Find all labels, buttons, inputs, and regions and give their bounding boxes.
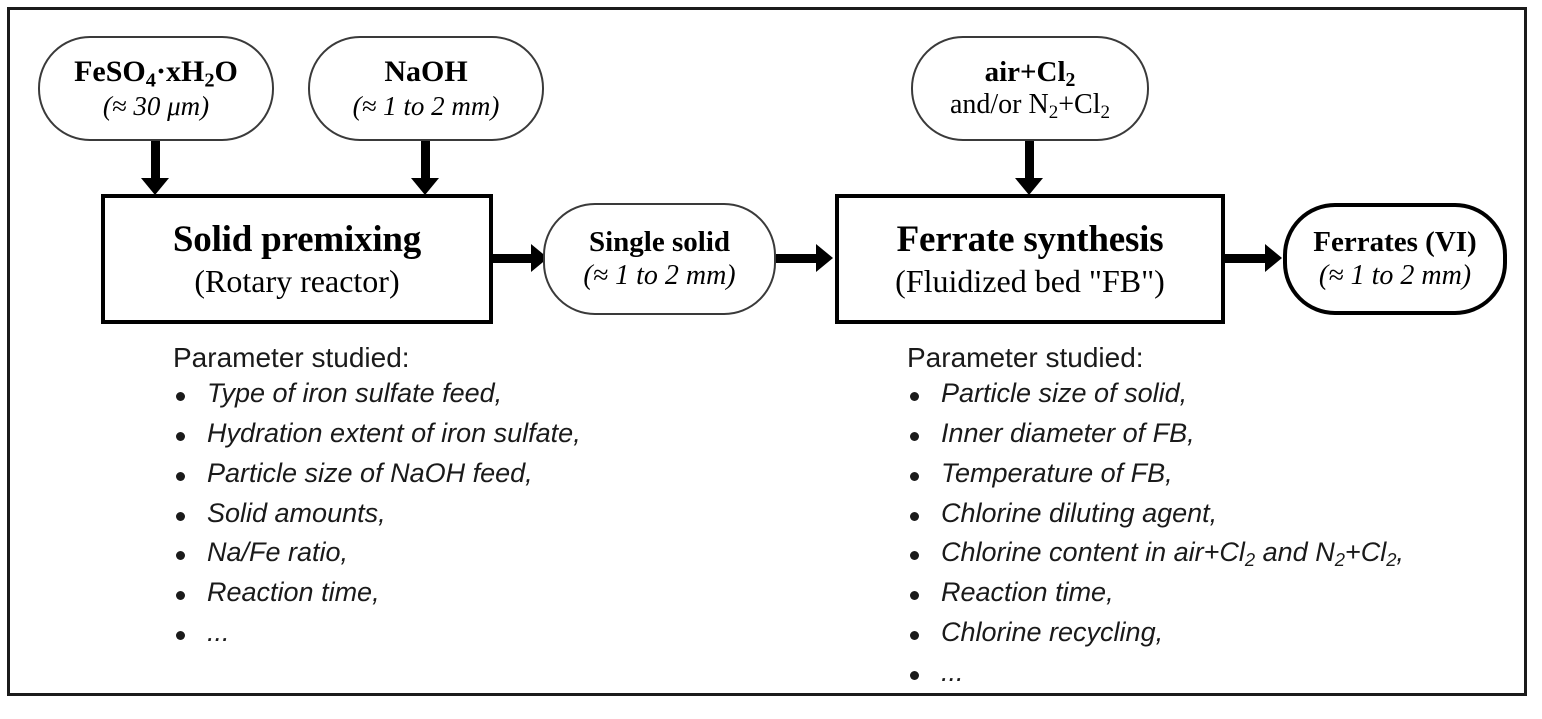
node-iron-sulfate-title: FeSO4·xH2O — [74, 55, 238, 92]
list-item-label: Solid amounts, — [207, 497, 386, 528]
parameter-list-premixing-heading: Parameter studied: — [173, 342, 410, 373]
node-single-solid: Single solid (≈ 1 to 2 mm) — [543, 203, 776, 315]
arrow-gas-to-ferrate-synthesis-head — [1015, 178, 1043, 195]
arrow-naoh-to-premix-shaft — [421, 141, 430, 181]
list-item-label: Particle size of solid, — [941, 378, 1188, 408]
node-solid-premixing: Solid premixing (Rotary reactor) — [101, 194, 493, 324]
list-item-label: Reaction time, — [941, 577, 1114, 608]
list-item-label: Particle size of NaOH feed, — [207, 457, 533, 488]
node-ferrates-vi-title: Ferrates (VI) — [1313, 226, 1477, 259]
bullet-icon — [910, 431, 919, 441]
bullet-icon — [910, 392, 919, 402]
list-item-label: Chlorine content in air+Cl2 and N2+Cl2, — [941, 537, 1404, 571]
arrow-synthesis-to-ferrates-head — [1265, 244, 1282, 272]
list-item-label: ... — [941, 657, 964, 688]
list-item: Inner diameter of FB, — [907, 418, 1467, 450]
node-solid-premixing-title: Solid premixing — [172, 218, 422, 260]
node-chlorine-gas-feed-title: air+Cl2 — [984, 55, 1076, 91]
list-item-label: ... — [207, 617, 230, 648]
node-ferrate-synthesis-title: Ferrate synthesis — [896, 218, 1164, 260]
parameter-list-synthesis-items: Particle size of solid, Inner diameter o… — [907, 378, 1467, 689]
list-item: ... — [173, 617, 693, 649]
parameter-list-synthesis-heading: Parameter studied: — [907, 342, 1144, 373]
node-single-solid-title: Single solid — [588, 226, 731, 259]
list-item-label: Temperature of FB, — [941, 457, 1173, 488]
list-item: Particle size of solid, — [907, 378, 1467, 410]
list-item: Particle size of NaOH feed, — [173, 458, 693, 490]
list-item: Reaction time, — [173, 577, 693, 609]
bullet-icon — [910, 471, 919, 481]
arrow-premix-to-single-solid-shaft — [493, 254, 533, 263]
list-item: Hydration extent of iron sulfate, — [173, 418, 693, 450]
list-item-label: Chlorine diluting agent, — [941, 497, 1218, 528]
bullet-icon — [910, 631, 919, 641]
arrow-iron-sulfate-to-premix-shaft — [151, 141, 160, 181]
arrow-naoh-to-premix-head — [411, 178, 439, 195]
list-item-label: Inner diameter of FB, — [941, 417, 1195, 448]
node-iron-sulfate: FeSO4·xH2O (≈ 30 μm) — [38, 36, 274, 141]
node-ferrate-synthesis-subtitle: (Fluidized bed "FB") — [895, 262, 1165, 299]
list-item: Chlorine recycling, — [907, 617, 1467, 649]
list-item: Reaction time, — [907, 577, 1467, 609]
node-ferrates-vi-subtitle: (≈ 1 to 2 mm) — [1318, 259, 1472, 291]
parameter-list-premixing: Parameter studied: Type of iron sulfate … — [173, 342, 693, 657]
bullet-icon — [910, 511, 919, 521]
bullet-icon — [176, 551, 185, 561]
bullet-icon — [910, 591, 919, 601]
bullet-icon — [176, 511, 185, 521]
bullet-icon — [910, 551, 919, 561]
node-naoh-subtitle: (≈ 1 to 2 mm) — [352, 90, 500, 121]
list-item: Type of iron sulfate feed, — [173, 378, 693, 410]
list-item-label: Hydration extent of iron sulfate, — [207, 417, 581, 448]
node-chlorine-gas-feed-subtitle: and/or N2+Cl2 — [949, 89, 1111, 123]
diagram-frame: FeSO4·xH2O (≈ 30 μm) NaOH (≈ 1 to 2 mm) … — [7, 7, 1527, 696]
bullet-icon — [910, 671, 919, 681]
bullet-icon — [176, 392, 185, 402]
bullet-icon — [176, 471, 185, 481]
arrow-iron-sulfate-to-premix-head — [141, 178, 169, 195]
bullet-icon — [176, 431, 185, 441]
list-item: Solid amounts, — [173, 498, 693, 530]
arrow-synthesis-to-ferrates-shaft — [1225, 254, 1267, 263]
list-item: Temperature of FB, — [907, 458, 1467, 490]
node-single-solid-subtitle: (≈ 1 to 2 mm) — [583, 259, 736, 291]
bullet-icon — [176, 591, 185, 601]
list-item: Chlorine diluting agent, — [907, 498, 1467, 530]
arrow-single-solid-to-synthesis-shaft — [776, 254, 818, 263]
list-item-label: Chlorine recycling, — [941, 617, 1164, 648]
list-item: Na/Fe ratio, — [173, 537, 693, 569]
arrow-single-solid-to-synthesis-head — [816, 244, 833, 272]
bullet-icon — [176, 631, 185, 641]
arrow-gas-to-ferrate-synthesis-shaft — [1025, 141, 1034, 181]
list-item: ... — [907, 657, 1467, 689]
parameter-list-synthesis: Parameter studied: Particle size of soli… — [907, 342, 1467, 697]
node-chlorine-gas-feed: air+Cl2 and/or N2+Cl2 — [911, 36, 1149, 141]
list-item: Chlorine content in air+Cl2 and N2+Cl2, — [907, 537, 1467, 569]
list-item-label: Na/Fe ratio, — [207, 537, 349, 568]
list-item-label: Reaction time, — [207, 577, 380, 608]
node-naoh: NaOH (≈ 1 to 2 mm) — [308, 36, 544, 141]
parameter-list-premixing-items: Type of iron sulfate feed, Hydration ext… — [173, 378, 693, 649]
node-naoh-title: NaOH — [384, 55, 468, 89]
node-iron-sulfate-subtitle: (≈ 30 μm) — [102, 90, 210, 121]
node-solid-premixing-subtitle: (Rotary reactor) — [194, 262, 400, 299]
node-ferrate-synthesis: Ferrate synthesis (Fluidized bed "FB") — [835, 194, 1225, 324]
list-item-label: Type of iron sulfate feed, — [207, 378, 503, 408]
node-ferrates-vi: Ferrates (VI) (≈ 1 to 2 mm) — [1283, 203, 1507, 315]
